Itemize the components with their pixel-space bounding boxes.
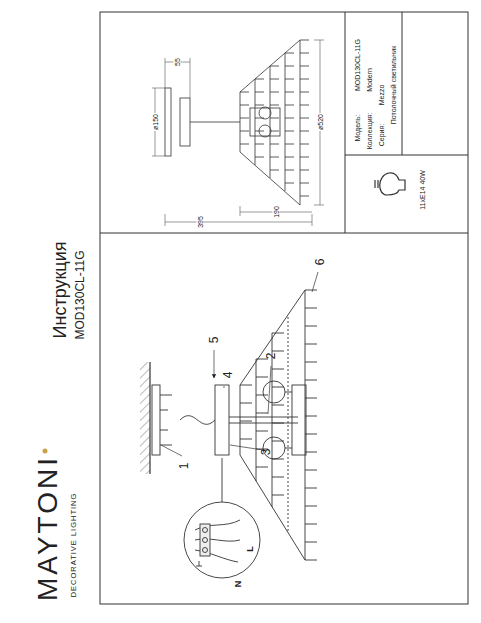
spec-text: Modern xyxy=(366,68,373,92)
mounting-bar xyxy=(152,385,172,455)
canopy xyxy=(180,385,229,455)
callout-number: 3 xyxy=(260,449,272,456)
leader-lines xyxy=(161,272,318,456)
bulb-icon xyxy=(375,173,405,195)
dimension-drawing xyxy=(165,40,300,205)
logo-dot xyxy=(43,449,48,454)
dimension-label: 395 xyxy=(197,215,204,229)
callout-number: 1 xyxy=(178,463,190,470)
dimension-lines xyxy=(152,40,324,226)
callout-number: 4 xyxy=(222,372,234,379)
dimension-label: ø150 xyxy=(152,113,159,131)
wire-label: N xyxy=(234,581,243,588)
wire-label: L xyxy=(246,546,255,552)
callout-number: 6 xyxy=(314,259,326,266)
sheet-frame xyxy=(100,12,468,604)
zoom-detail xyxy=(184,458,260,578)
dimension-label: 55 xyxy=(174,57,181,67)
spec-text: MOD130CL-11G xyxy=(354,39,361,91)
crystals xyxy=(240,40,309,196)
sheet-title: Инструкция xyxy=(51,242,69,339)
spec-text: 11xE14 40W xyxy=(419,170,426,210)
spec-text: Модель: xyxy=(354,114,361,141)
brand-logo: MAYTONI xyxy=(34,455,62,601)
spec-text: Коллекция: xyxy=(366,113,373,150)
callout-number: 5 xyxy=(208,337,220,344)
callout-number: 2 xyxy=(265,353,277,360)
spec-text: Потолочный светильник xyxy=(390,46,397,124)
dimension-label: ø520 xyxy=(317,113,324,131)
spec-text: Mezzo xyxy=(378,85,385,106)
dimension-label: 190 xyxy=(273,205,280,219)
brand-tagline: DECORATIVE LIGHTING xyxy=(70,493,78,598)
ceiling xyxy=(140,362,150,474)
spec-text: Серия: xyxy=(378,124,385,147)
model-number: MOD130CL-11G xyxy=(74,250,86,339)
